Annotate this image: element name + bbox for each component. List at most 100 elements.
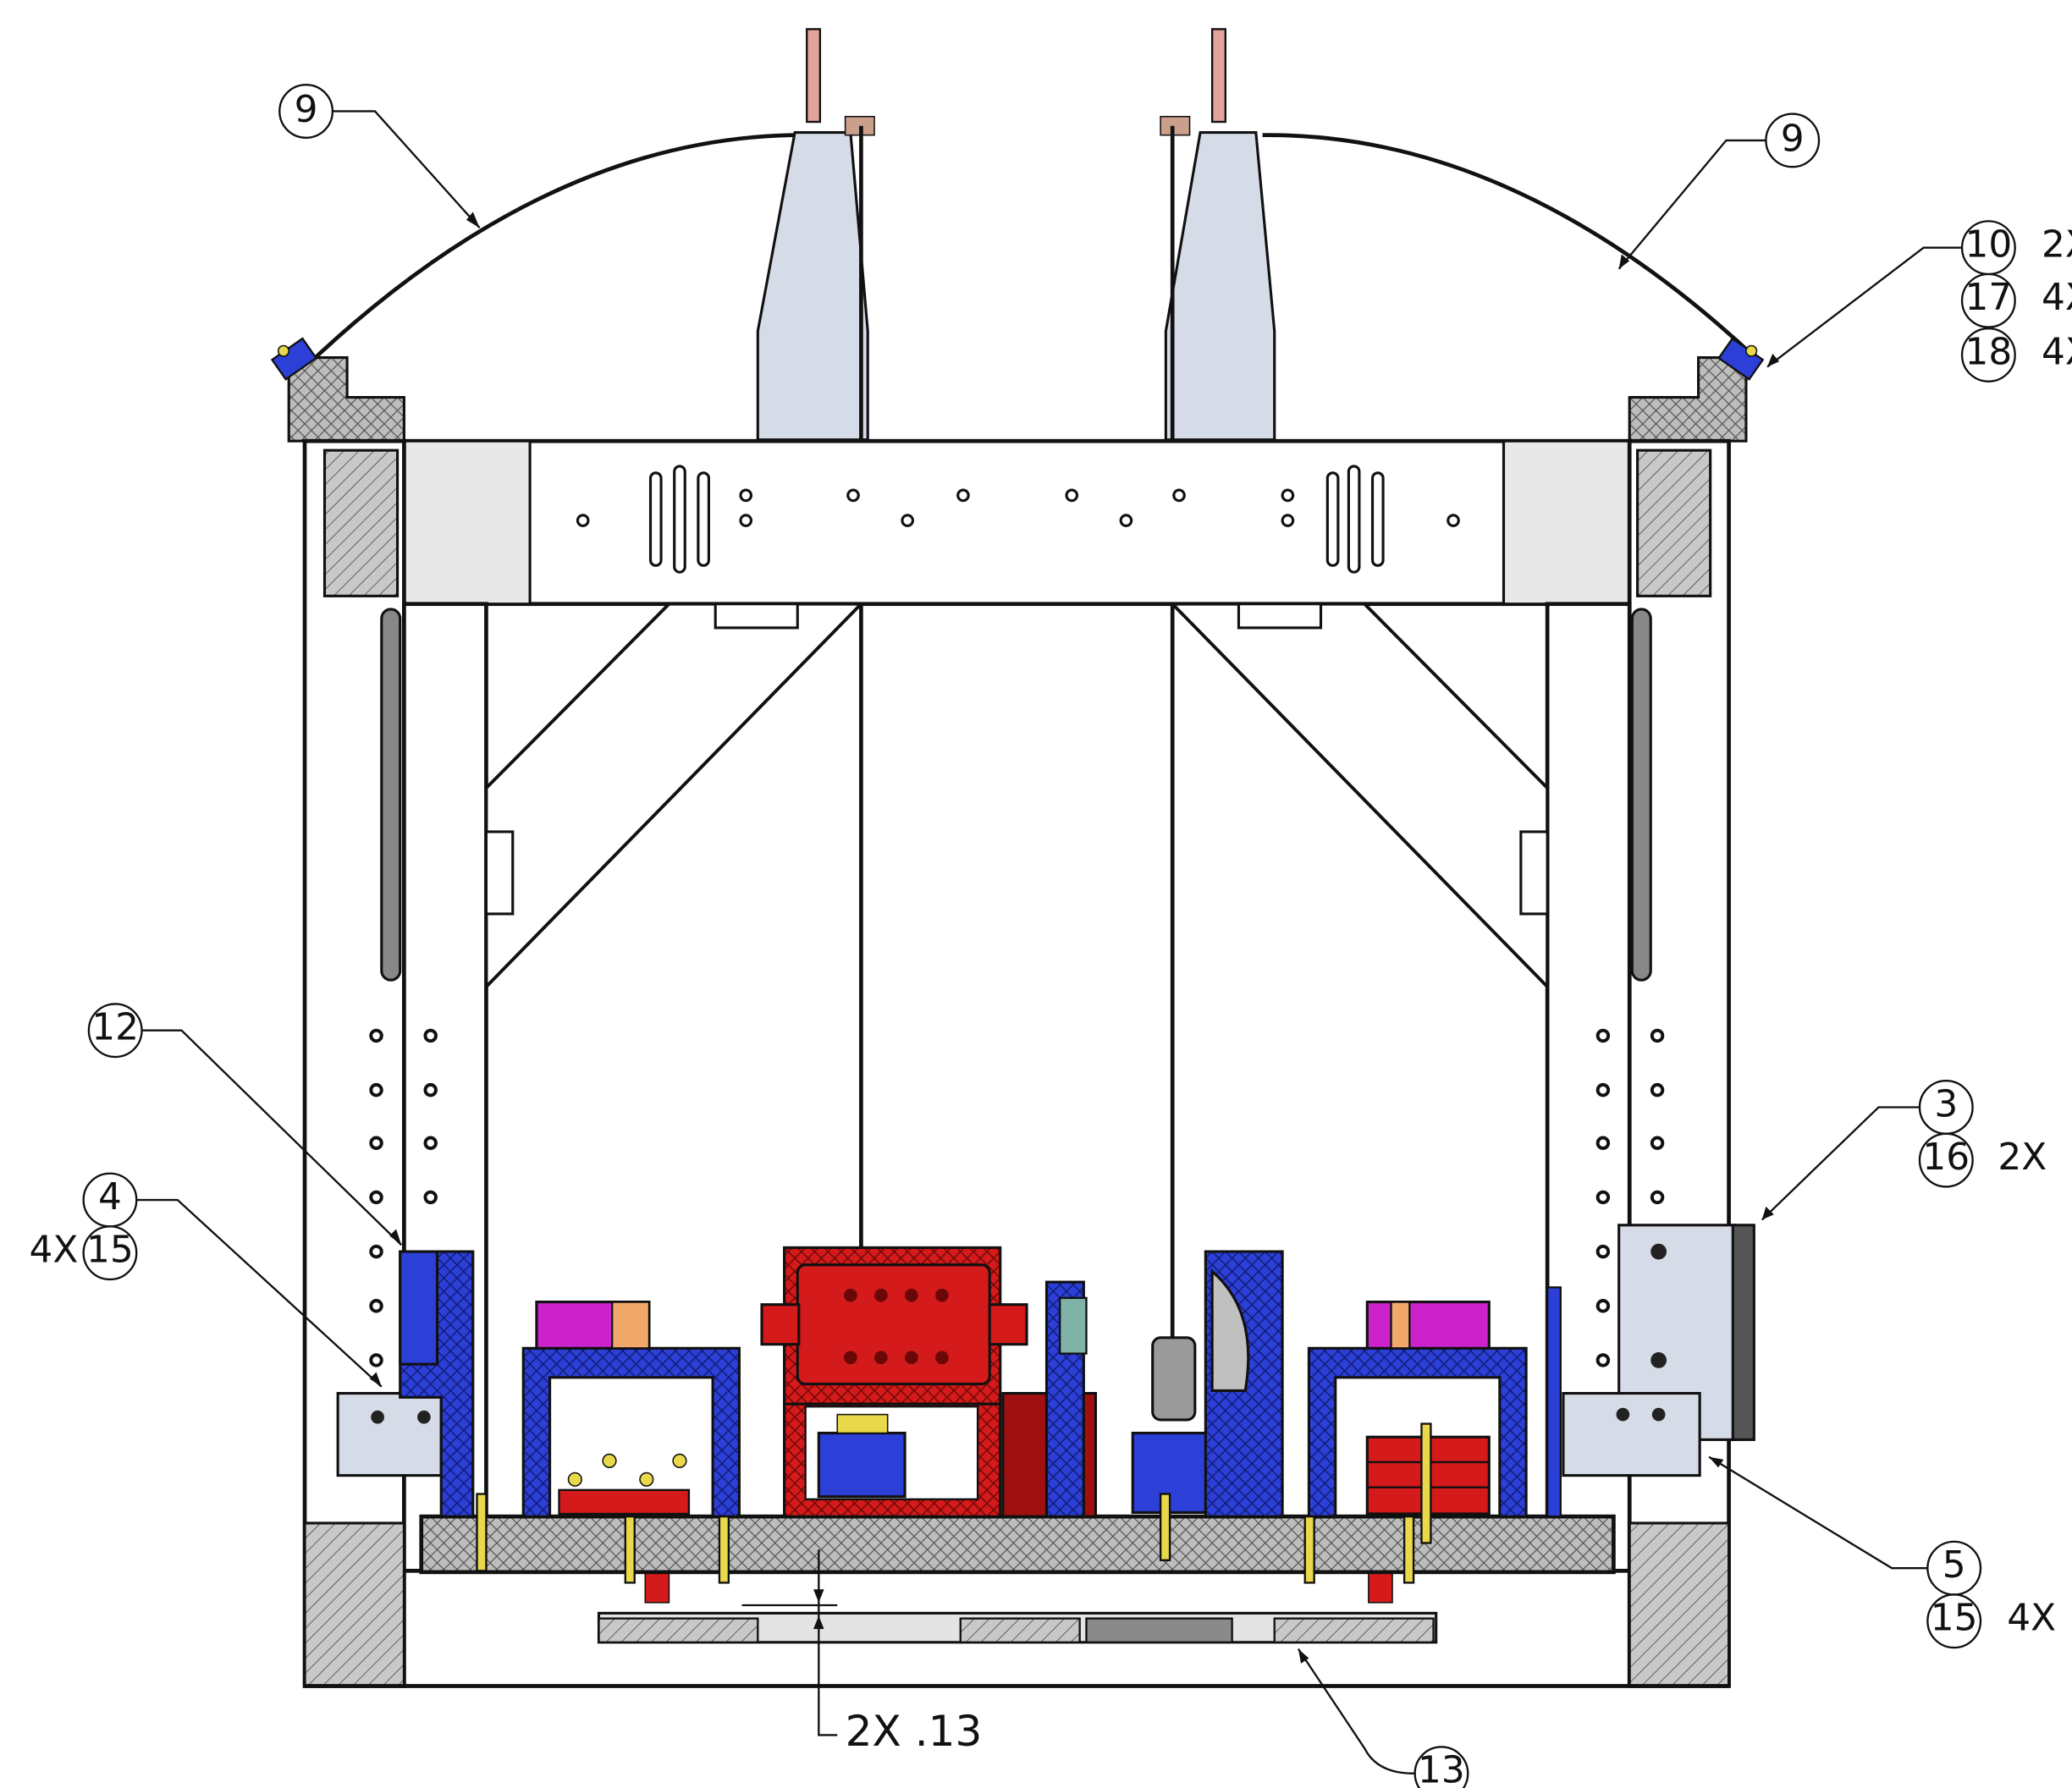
balloon-label: 9: [295, 88, 318, 131]
frame-rail: [380, 608, 402, 982]
clamp-screw: [1745, 344, 1758, 357]
tapered-post-left: [756, 130, 869, 442]
beam-slot: [1325, 471, 1340, 567]
balloon-18: 18 4X: [1960, 327, 2072, 382]
post-cap: [1160, 115, 1191, 136]
red-knob: [644, 1572, 670, 1604]
orange-part-left: [610, 1301, 651, 1350]
post-pin: [1210, 28, 1226, 124]
tapered-post-right: [1164, 130, 1276, 442]
beam-clip: [1237, 602, 1323, 630]
balloon-label: 17: [1965, 276, 2012, 319]
leader-lines: [136, 110, 1963, 1774]
yellow-screws: [567, 1453, 687, 1487]
top-crossbeam: [402, 438, 1632, 607]
red-motor: [796, 1263, 991, 1386]
post-pin: [806, 28, 822, 124]
base-plate: [419, 1514, 1616, 1575]
brace-tab: [484, 830, 515, 916]
lower-mount-gray: [1085, 1617, 1233, 1644]
frame-holes-right: [1595, 1028, 1665, 1367]
balloon-16: 16 2X: [1918, 1132, 2047, 1188]
balloon-label: 10: [1965, 223, 2012, 267]
balloon-15-left: 15 4X: [29, 1225, 138, 1281]
lower-mount-hatch: [598, 1617, 759, 1644]
balloon-label: 4: [98, 1175, 122, 1219]
balloon-qty: 4X: [2042, 330, 2072, 373]
dome-arc: [1262, 133, 1757, 360]
orange-part-right: [1390, 1301, 1411, 1350]
blue-actuator-left: [817, 1431, 906, 1499]
balloon-17: 17 4X: [1960, 272, 2072, 328]
mount-block-4: [336, 1392, 443, 1477]
balloon-label: 3: [1934, 1082, 1958, 1125]
balloon-qty: 2X: [2042, 223, 2072, 267]
balloon-label: 16: [1922, 1136, 1970, 1179]
clamp-screw: [277, 344, 290, 357]
frame-bearing: [322, 448, 400, 597]
balloon-label: 18: [1965, 330, 2012, 373]
mount-block-5: [1562, 1392, 1701, 1477]
balloon-qty: 4X: [29, 1229, 78, 1272]
balloon-label: 12: [91, 1006, 139, 1049]
beam-slot: [648, 471, 663, 567]
balloon-3: 3: [1918, 1080, 1974, 1135]
beam-slot: [673, 465, 686, 574]
beam-end: [1502, 439, 1631, 606]
bolt: [371, 1410, 384, 1424]
corner-bracket-right: [1628, 356, 1748, 443]
beam-slot: [1347, 465, 1361, 574]
red-knob: [1368, 1572, 1393, 1604]
beam-clip: [714, 602, 799, 630]
balloon-10: 10 2X: [1960, 220, 2072, 276]
blue-stand-left: [521, 1346, 741, 1518]
base-lower-frame: [303, 1521, 405, 1688]
balloon-12: 12: [87, 1003, 143, 1059]
sensor-body: [1151, 1336, 1197, 1422]
lower-mount-hatch: [1273, 1617, 1435, 1644]
beam-end: [402, 439, 532, 606]
base-screws: [476, 1422, 1432, 1584]
balloon-label: 9: [1781, 117, 1805, 160]
brace-tab: [1519, 830, 1549, 916]
blue-post-right: [1546, 1286, 1562, 1518]
lower-mount-hatch: [959, 1617, 1081, 1644]
dome-arc: [313, 133, 808, 360]
balloon-label: 15: [86, 1229, 134, 1272]
balloon-15-right: 15 4X: [1926, 1593, 2056, 1649]
bolt: [1651, 1407, 1666, 1422]
magenta-part-right: [1365, 1301, 1491, 1350]
green-window: [1058, 1296, 1088, 1355]
bolt: [1616, 1407, 1630, 1422]
balloon-qty: 2X: [1998, 1136, 2047, 1179]
dimension-label: 2X .13: [846, 1707, 983, 1756]
balloon-qty: 4X: [2042, 276, 2072, 319]
leader-arrows: [369, 212, 1780, 1664]
balloon-4: 4: [82, 1172, 138, 1228]
mount-block-3-edge: [1731, 1224, 1755, 1441]
beam-slot: [1370, 471, 1385, 567]
frame-rail: [1630, 608, 1652, 982]
bolt: [417, 1410, 431, 1424]
balloon-13: 13: [1413, 1746, 1469, 1788]
balloon-label: 5: [1942, 1543, 1966, 1587]
red-plate: [558, 1488, 691, 1516]
blue-bracket-12-face: [399, 1250, 439, 1366]
brace-left: [484, 602, 866, 991]
balloon-label: 13: [1418, 1749, 1465, 1788]
motor-holes: [844, 1288, 949, 1365]
balloon-9-left: 9: [278, 83, 334, 139]
red-motor-end: [760, 1303, 801, 1346]
balloon-5: 5: [1926, 1540, 1982, 1596]
base-lower-frame: [1628, 1521, 1731, 1688]
balloon-9-right: 9: [1765, 113, 1821, 168]
red-motor-end: [988, 1303, 1028, 1346]
beam-holes: [576, 488, 1460, 527]
balloon-qty: 4X: [2007, 1597, 2056, 1640]
beam-slot: [697, 471, 710, 567]
blue-stand-right: [1307, 1346, 1528, 1518]
yellow-nut: [836, 1413, 889, 1434]
frame-holes-left: [369, 1028, 438, 1367]
